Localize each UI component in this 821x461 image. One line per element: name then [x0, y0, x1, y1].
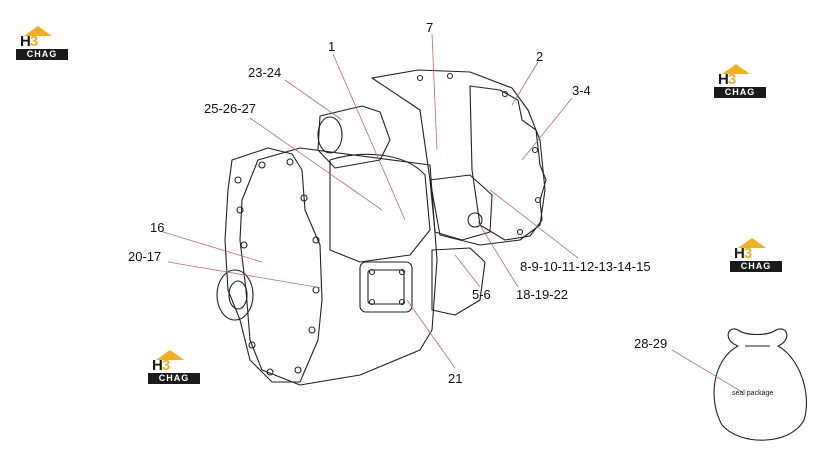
brand-logo-bottom-left: H3 CHAG — [146, 350, 204, 384]
callout-7: 7 — [426, 20, 434, 35]
mounting-flange-inner — [367, 269, 405, 305]
callout-20-17: 20-17 — [128, 249, 162, 264]
pump-group — [431, 247, 486, 316]
leader-3-4 — [521, 97, 573, 161]
rear-case — [371, 69, 546, 246]
leader-5-6 — [454, 254, 481, 288]
upper-housing — [329, 153, 431, 263]
housing-outline — [239, 147, 438, 386]
mounting-flange — [359, 261, 413, 313]
seal-package-text: seal package — [732, 390, 774, 397]
sensor-port — [467, 212, 483, 228]
leader-7 — [431, 33, 438, 151]
cylinder-end — [317, 116, 343, 154]
brand-mark-3: 3 — [727, 71, 736, 88]
leader-8-15 — [489, 189, 579, 259]
leader-2 — [511, 61, 539, 106]
leader-28-29 — [671, 349, 743, 393]
brand-wordmark: CHAG — [730, 261, 782, 272]
brand-mark-h: H — [718, 71, 729, 88]
bolt-lobes — [234, 72, 542, 376]
brand-wordmark: CHAG — [16, 49, 68, 60]
brand-logo-top-right: H3 CHAG — [712, 64, 770, 98]
leader-1 — [332, 53, 406, 221]
brand-logo-top-left: H3 CHAG — [14, 26, 72, 60]
brand-mark-3: 3 — [29, 33, 38, 50]
valve-block — [429, 174, 493, 241]
leader-20-17 — [167, 261, 323, 289]
brand-mark-3: 3 — [161, 357, 170, 374]
front-plate — [224, 147, 323, 383]
callout-3-4: 3-4 — [572, 83, 591, 98]
brand-wordmark: CHAG — [714, 87, 766, 98]
leader-23-24 — [284, 79, 343, 121]
leader-25-27 — [249, 117, 383, 211]
output-flange-inner — [228, 280, 248, 310]
callout-18-22: 18-19-22 — [516, 287, 569, 302]
leader-16 — [162, 231, 263, 263]
callout-1: 1 — [328, 39, 336, 54]
brand-mark-h: H — [734, 245, 745, 262]
brand-mark-h: H — [20, 33, 31, 50]
seal-bag — [713, 328, 808, 441]
top-cylinder — [317, 105, 391, 169]
callout-28-29: 28-29 — [634, 336, 668, 351]
callout-2: 2 — [536, 49, 544, 64]
callout-16: 16 — [150, 220, 165, 235]
callout-5-6: 5-6 — [472, 287, 491, 302]
callout-23-24: 23-24 — [248, 65, 282, 80]
callout-8-15: 8-9-10-11-12-13-14-15 — [520, 259, 651, 274]
leader-18-22 — [477, 221, 519, 288]
brand-mark-3: 3 — [743, 245, 752, 262]
brand-wordmark: CHAG — [148, 373, 200, 384]
brand-mark-h: H — [152, 357, 163, 374]
rear-cover — [469, 85, 547, 241]
brand-logo-mid-right: H3 CHAG — [728, 238, 786, 272]
leader-21 — [406, 299, 456, 369]
callout-21: 21 — [448, 371, 463, 386]
callout-25-27: 25-26-27 — [204, 101, 257, 116]
output-flange — [216, 269, 254, 321]
